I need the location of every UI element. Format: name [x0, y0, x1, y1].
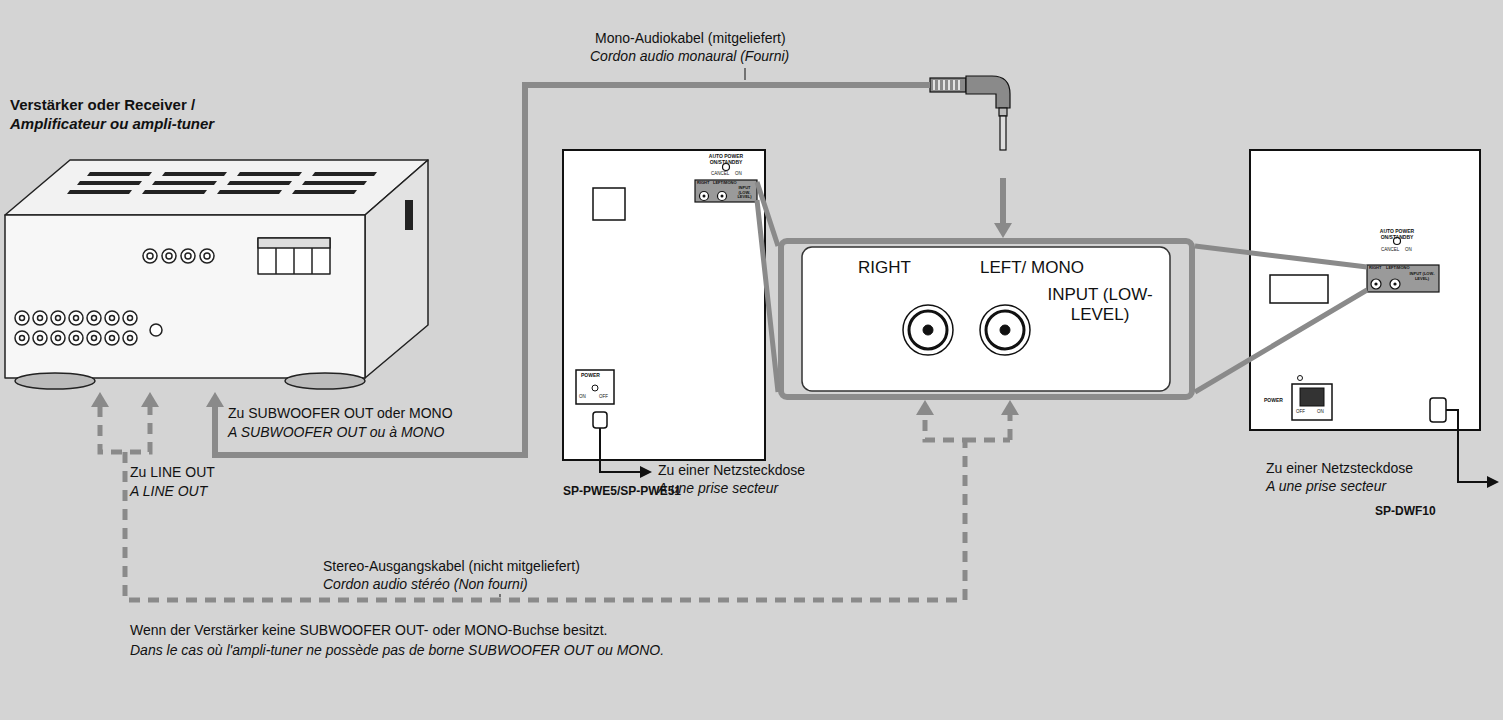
- arrow-head: [916, 400, 934, 415]
- note-label: Dans le cas où l'ampli-tuner ne possède …: [130, 642, 664, 658]
- leader-line: [745, 68, 746, 80]
- node-text: Verstärker oder Receiver /: [10, 96, 195, 113]
- node-text: CANCEL: [711, 171, 729, 176]
- subwoofer-panel: AUTO POWER ON/STANDBYCANCELONPOWEROFFONS…: [1250, 150, 1480, 430]
- input-jack-panel: RIGHT LEFT/MONOINPUT (LOW-LEVEL): [695, 180, 757, 202]
- node-text: INPUT (LOW-LEVEL): [1040, 285, 1160, 324]
- cable: [1195, 246, 1367, 392]
- note-label: A une prise secteur: [1266, 478, 1386, 494]
- cable: [757, 182, 778, 392]
- amplifier: Verstärker oder Receiver / Amplificateur …: [5, 92, 428, 392]
- note-label: Cordon audio stéréo (Non fourni): [323, 576, 528, 592]
- subwoofer-panel-drawing: [563, 150, 765, 478]
- cable-line: [215, 85, 1003, 455]
- note-label: A une prise secteur: [658, 480, 778, 496]
- amplifier-drawing: [5, 160, 428, 389]
- node-text: AUTO POWER ON/STANDBY: [697, 154, 755, 166]
- input-zoom-box: RIGHT LEFT/ MONO INPUT (LOW-LEVEL): [778, 238, 1195, 400]
- node-text: ON: [1405, 247, 1412, 252]
- arrow-head: [91, 392, 109, 407]
- zoom-frame-drawing: [781, 241, 1192, 397]
- node-text: Amplificateur ou ampli-tuner: [10, 115, 214, 132]
- cable-line: [757, 182, 778, 392]
- node-text: RIGHT: [858, 258, 911, 278]
- node-text: CANCEL: [1381, 247, 1399, 252]
- arrow-head: [994, 223, 1012, 238]
- note-label: Wenn der Verstärker keine SUBWOOFER OUT-…: [130, 622, 607, 638]
- stereo-cable: [91, 392, 1019, 600]
- arrow-head: [141, 392, 159, 407]
- node-text: LEFT/MONO: [713, 181, 737, 186]
- node-text: ON: [1317, 409, 1324, 414]
- node-text: INPUT (LOW-LEVEL): [1406, 272, 1438, 281]
- arrow-head: [206, 392, 224, 407]
- note-label: A SUBWOOFER OUT ou à MONO: [228, 424, 445, 440]
- note-label: Zu einer Netzsteckdose: [658, 462, 805, 478]
- node-text: INPUT (LOW-LEVEL): [733, 186, 756, 200]
- cable-line: [100, 406, 1010, 600]
- mono-plug-drawing: [930, 76, 1010, 150]
- node-text: POWER: [581, 373, 600, 379]
- note-label: Cordon audio monaural (Fourni): [590, 48, 789, 64]
- input-jack-panel: RIGHT LEFT/MONOINPUT (LOW-LEVEL): [1367, 265, 1439, 292]
- node-text: POWER: [1264, 398, 1283, 404]
- note-label: Zu LINE OUT: [130, 464, 215, 480]
- note-label: Stereo-Ausgangskabel (nicht mitgeliefert…: [323, 558, 580, 574]
- note-label: A LINE OUT: [130, 483, 207, 499]
- cable-line: [1195, 246, 1367, 392]
- node-text: LEFT/MONO: [1386, 266, 1410, 271]
- note-label: Zu SUBWOOFER OUT oder MONO: [228, 405, 453, 421]
- node-text: AUTO POWER ON/STANDBY: [1367, 229, 1427, 241]
- cable: [206, 85, 1012, 455]
- node-text: ON: [579, 394, 586, 399]
- arrow-head: [1001, 400, 1019, 415]
- node-text: OFF: [599, 394, 608, 399]
- node-text: SP-DWF10: [1375, 505, 1436, 519]
- leader-line: [500, 594, 501, 597]
- node-text: LEFT/ MONO: [980, 258, 1084, 278]
- subwoofer-panel-drawing: [1250, 150, 1499, 488]
- note-label: Mono-Audiokabel (mitgeliefert): [595, 30, 786, 46]
- subwoofer-panel: AUTO POWER ON/STANDBYCANCELONPOWERONOFFS…: [563, 150, 765, 460]
- node-text: RIGHT: [1369, 266, 1381, 271]
- node-text: OFF: [1296, 409, 1305, 414]
- node-text: ON: [735, 171, 742, 176]
- node-text: RIGHT: [697, 181, 709, 186]
- note-label: Zu einer Netzsteckdose: [1266, 460, 1413, 476]
